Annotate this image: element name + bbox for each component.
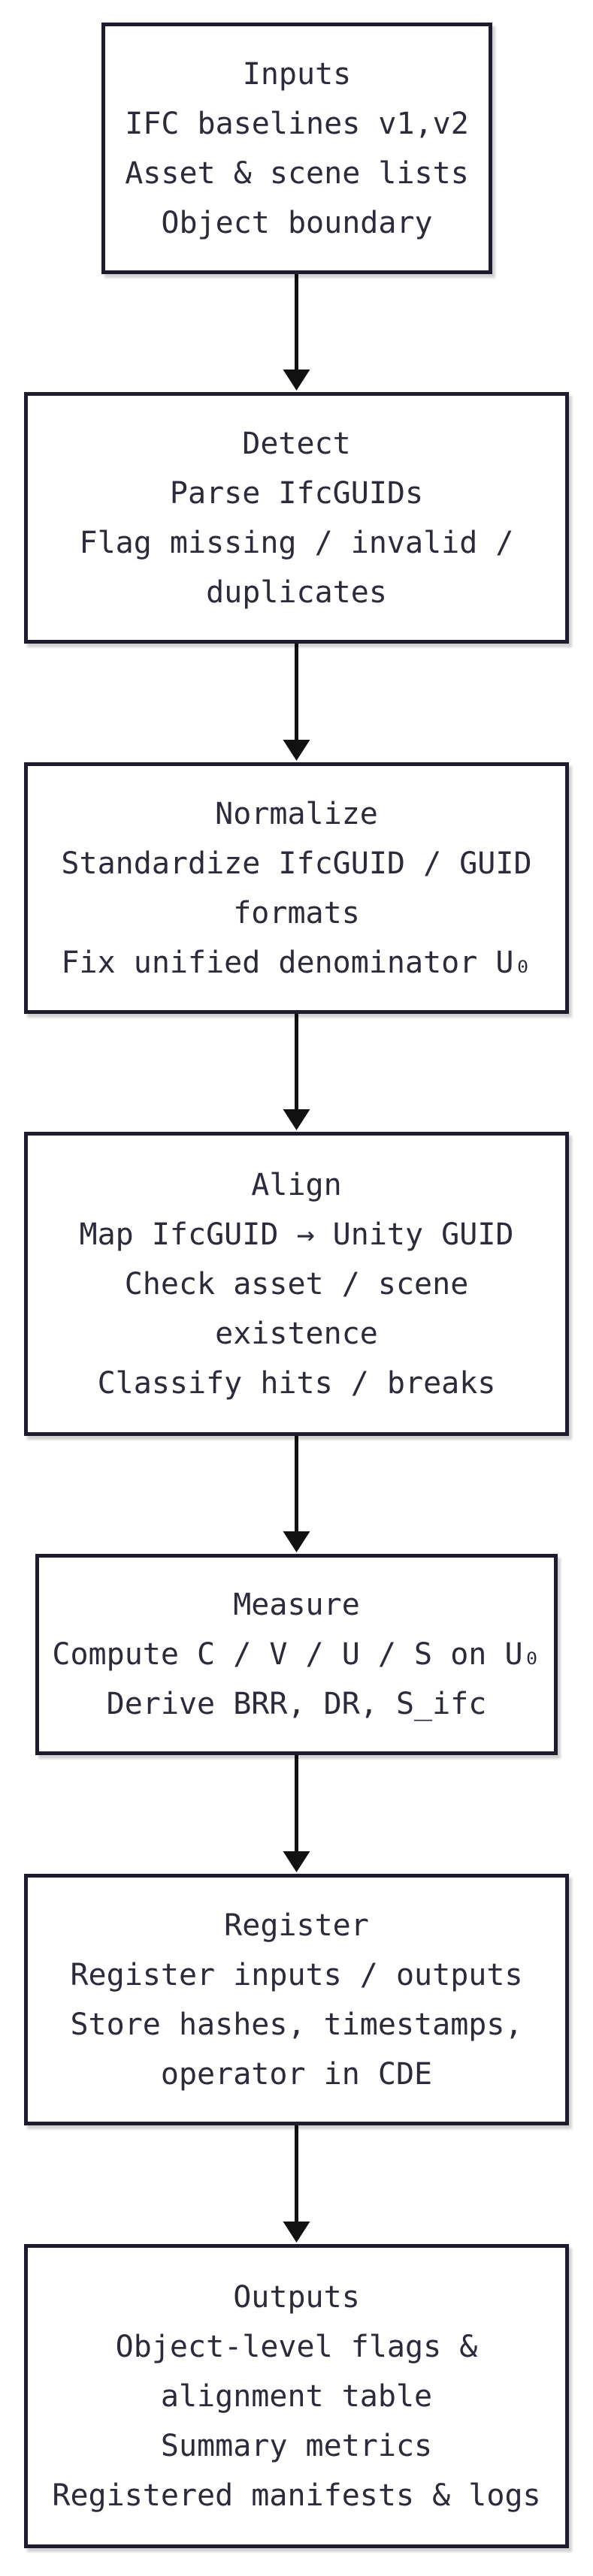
node-detect: Detect Parse IfcGUIDs Flag missing / inv… [24,392,569,644]
node-line: Derive BRR, DR, S_ifc [106,1687,487,1721]
node-line: Object boundary [161,205,433,240]
node-line: IFC baselines v1,v2 [125,106,469,141]
node-line: Register inputs / outputs [70,1957,523,1992]
node-title: Align [251,1167,342,1202]
node-title: Measure [233,1588,360,1622]
node-line: Store hashes, timestamps, [70,2007,523,2042]
node-align: Align Map IfcGUID → Unity GUID Check ass… [24,1132,569,1436]
node-line: Parse IfcGUIDs [169,475,424,511]
node-line: operator in CDE [160,2056,433,2092]
node-measure: Measure Compute C / V / U / S on U₀ Deri… [35,1554,558,1755]
node-line: Registered manifests & logs [52,2478,541,2513]
node-line: duplicates [206,575,387,610]
node-line: Check asset / scene [124,1266,469,1302]
node-register: Register Register inputs / outputs Store… [24,1874,569,2125]
node-normalize: Normalize Standardize IfcGUID / GUID for… [24,762,569,1014]
arrow-head [283,1851,310,1872]
node-title: Detect [242,426,351,461]
node-line: Object-level flags & [115,2329,478,2364]
node-line: Asset & scene lists [125,155,469,191]
node-line: Fix unified denominator U₀ [61,945,532,980]
arrow-head [283,2222,310,2243]
node-line: Summary metrics [160,2428,433,2463]
node-line: formats [233,895,360,931]
node-line: Flag missing / invalid / [79,525,514,560]
node-line: existence [215,1316,378,1351]
node-line: Classify hits / breaks [97,1365,496,1401]
node-line: Compute C / V / U / S on U₀ [52,1637,541,1672]
arrow-head [283,1109,310,1130]
node-line: Standardize IfcGUID / GUID [61,846,532,881]
arrow-head [283,370,310,391]
node-line: Map IfcGUID → Unity GUID [79,1217,514,1252]
node-title: Outputs [233,2279,360,2315]
node-title: Register [224,1908,369,1943]
node-outputs: Outputs Object-level flags & alignment t… [24,2244,569,2548]
node-title: Normalize [215,796,378,831]
node-inputs: Inputs IFC baselines v1,v2 Asset & scene… [101,23,492,274]
arrow-head [283,1531,310,1552]
node-title: Inputs [242,56,352,92]
node-line: alignment table [160,2378,433,2414]
arrow-head [283,740,310,761]
